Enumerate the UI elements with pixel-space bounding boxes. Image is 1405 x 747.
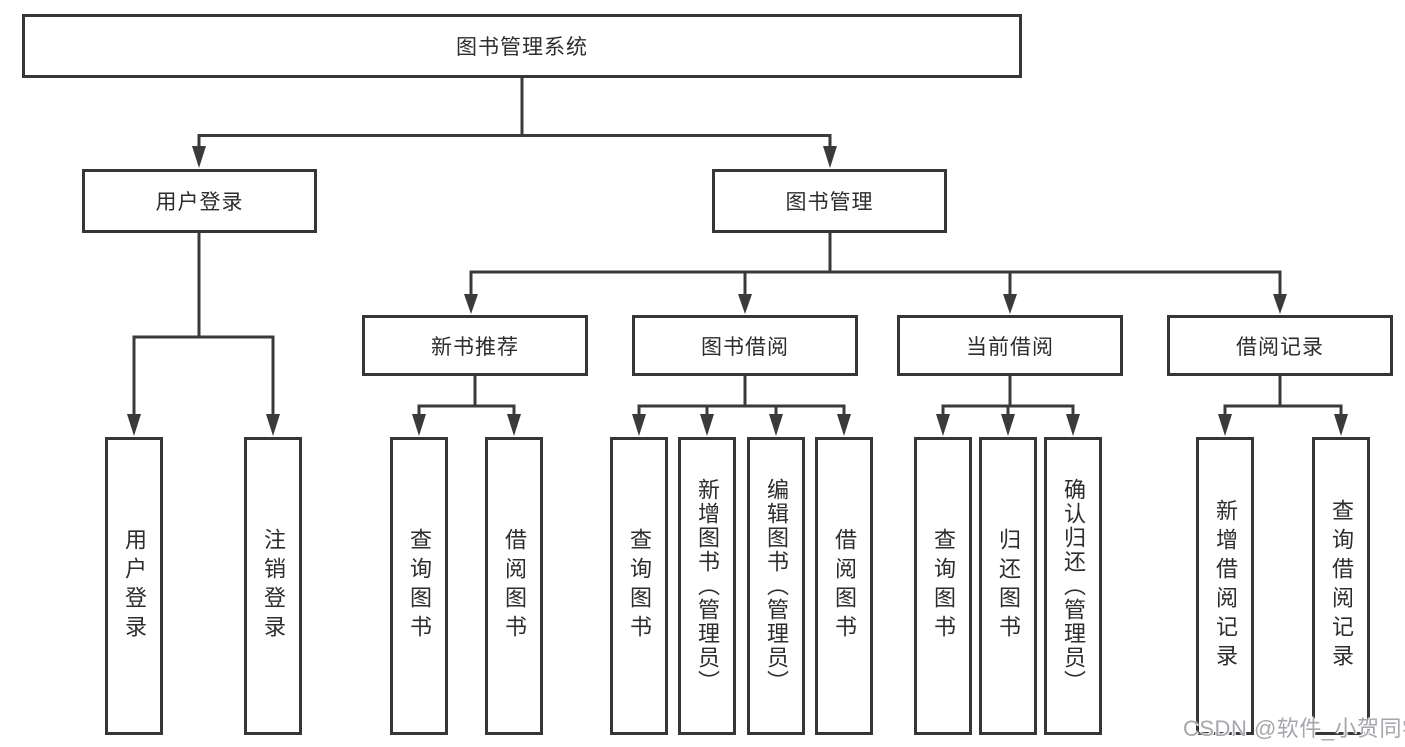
leaf-add-borrow-record: 新增借阅记录	[1196, 437, 1254, 735]
node-label: 当前借阅	[966, 335, 1054, 359]
node-borrowing-records: 借阅记录	[1167, 315, 1393, 376]
leaf-query-books-recommend: 查询图书	[390, 437, 448, 735]
leaf-borrow-books-recommend: 借阅图书	[485, 437, 543, 735]
node-library-system: 图书管理系统	[22, 14, 1022, 78]
leaf-user-login: 用户登录	[105, 437, 163, 735]
leaf-return-book: 归还图书	[979, 437, 1037, 735]
node-label: 归还图书	[996, 528, 1021, 644]
node-label: 查询借阅记录	[1329, 499, 1354, 673]
node-label: 注销登录	[261, 528, 286, 644]
leaf-borrow-books: 借阅图书	[815, 437, 873, 735]
node-label: 借阅图书	[502, 528, 527, 644]
node-book-borrowing: 图书借阅	[632, 315, 858, 376]
node-label: 查询图书	[407, 528, 432, 644]
node-label: 用户登录	[122, 528, 147, 644]
node-label: 查询图书	[627, 528, 652, 644]
node-new-book-recommend: 新书推荐	[362, 315, 588, 376]
leaf-add-book-admin: 新增图书（管理员）	[678, 437, 736, 735]
node-current-borrowing: 当前借阅	[897, 315, 1123, 376]
node-label: 查询图书	[931, 528, 956, 644]
leaf-edit-book-admin: 编辑图书（管理员）	[747, 437, 805, 735]
node-label: 编辑图书（管理员）	[764, 478, 789, 694]
csdn-watermark: CSDN @软件_小贺同学	[1183, 716, 1405, 741]
node-label: 新书推荐	[431, 335, 519, 359]
node-label: 借阅记录	[1236, 335, 1324, 359]
node-label: 图书借阅	[701, 335, 789, 359]
node-label: 图书管理系统	[456, 36, 588, 59]
leaf-query-books-current: 查询图书	[914, 437, 972, 735]
leaf-logout: 注销登录	[244, 437, 302, 735]
node-label: 新增借阅记录	[1213, 499, 1238, 673]
leaf-confirm-return-admin: 确认归还（管理员）	[1044, 437, 1102, 735]
node-label: 图书管理	[785, 191, 874, 214]
node-label: 确认归还（管理员）	[1061, 478, 1086, 694]
node-label: 用户登录	[155, 191, 244, 214]
leaf-query-borrow-record: 查询借阅记录	[1312, 437, 1370, 735]
node-label: 借阅图书	[832, 528, 857, 644]
node-book-management: 图书管理	[712, 169, 947, 233]
node-user-login: 用户登录	[82, 169, 317, 233]
node-label: 新增图书（管理员）	[695, 478, 720, 694]
leaf-query-books-borrow: 查询图书	[610, 437, 668, 735]
